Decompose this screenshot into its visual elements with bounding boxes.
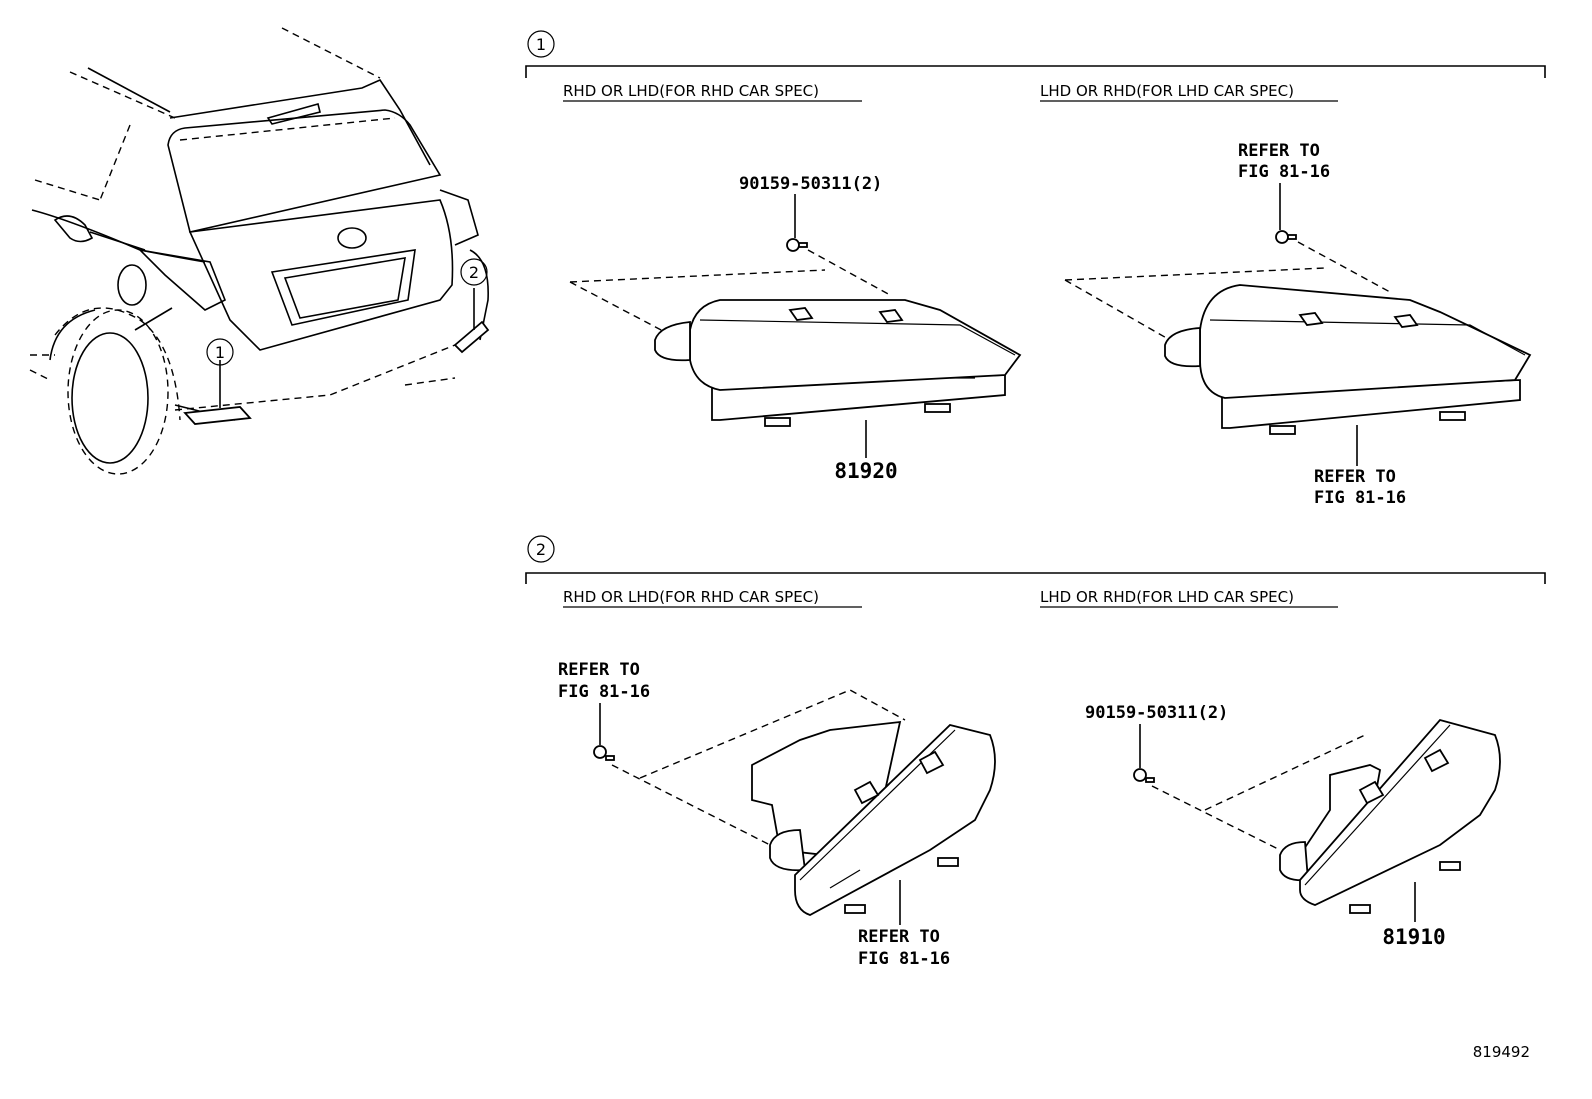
section-1-left-bolt-label: 90159-50311(2) xyxy=(739,174,882,194)
rear-reflector-refer xyxy=(1164,284,1532,435)
section-1-circle xyxy=(527,30,555,58)
section-1-right-spec: LHD OR RHD(FOR LHD CAR SPEC) xyxy=(1040,82,1294,100)
callout-circle-1 xyxy=(206,338,234,366)
section-2-bracket xyxy=(525,572,1546,584)
rear-reflector-refer-2 xyxy=(751,720,996,916)
section-1-bracket xyxy=(525,65,1546,78)
bolt-icon xyxy=(786,238,808,252)
section-2-number: 2 xyxy=(536,540,546,559)
section-1-right-bolt-label-1: REFER TO xyxy=(1238,141,1320,161)
callout-1-label: 1 xyxy=(215,343,225,362)
rear-reflector-81920 xyxy=(654,299,1022,427)
section-2-left-spec: RHD OR LHD(FOR RHD CAR SPEC) xyxy=(563,588,819,606)
section-2: 2 RHD OR LHD(FOR RHD CAR SPEC) LHD OR RH… xyxy=(525,535,1546,969)
section-1-number: 1 xyxy=(536,35,546,54)
section-2-left-bolt-label-1: REFER TO xyxy=(558,660,640,680)
bolt-icon xyxy=(1133,768,1155,783)
section-1-right-part-label-1: REFER TO xyxy=(1314,467,1396,487)
car-rear-view: 1 2 xyxy=(29,27,490,475)
section-2-right-part-number: 81910 xyxy=(1382,925,1445,949)
section-2-right-spec: LHD OR RHD(FOR LHD CAR SPEC) xyxy=(1040,588,1294,606)
section-2-left-bolt-label-2: FIG 81-16 xyxy=(558,682,650,702)
section-1-right-bolt-label-2: FIG 81-16 xyxy=(1238,162,1330,182)
callout-2-label: 2 xyxy=(469,263,479,282)
section-2-circle xyxy=(527,535,555,563)
callout-circle-2 xyxy=(460,258,488,286)
section-2-left-part-label-1: REFER TO xyxy=(858,927,940,947)
section-1: 1 RHD OR LHD(FOR RHD CAR SPEC) LHD OR RH… xyxy=(525,30,1546,508)
section-2-right-bolt-label: 90159-50311(2) xyxy=(1085,703,1228,723)
section-2-left-part-label-2: FIG 81-16 xyxy=(858,949,950,969)
section-1-left-part-number: 81920 xyxy=(834,459,897,483)
section-1-left-spec: RHD OR LHD(FOR RHD CAR SPEC) xyxy=(563,82,819,100)
figure-id: 819492 xyxy=(1473,1043,1530,1061)
section-1-right-part-label-2: FIG 81-16 xyxy=(1314,488,1406,508)
bolt-icon xyxy=(593,745,615,761)
bolt-icon xyxy=(1275,230,1297,244)
rear-reflector-81910 xyxy=(1279,718,1501,914)
